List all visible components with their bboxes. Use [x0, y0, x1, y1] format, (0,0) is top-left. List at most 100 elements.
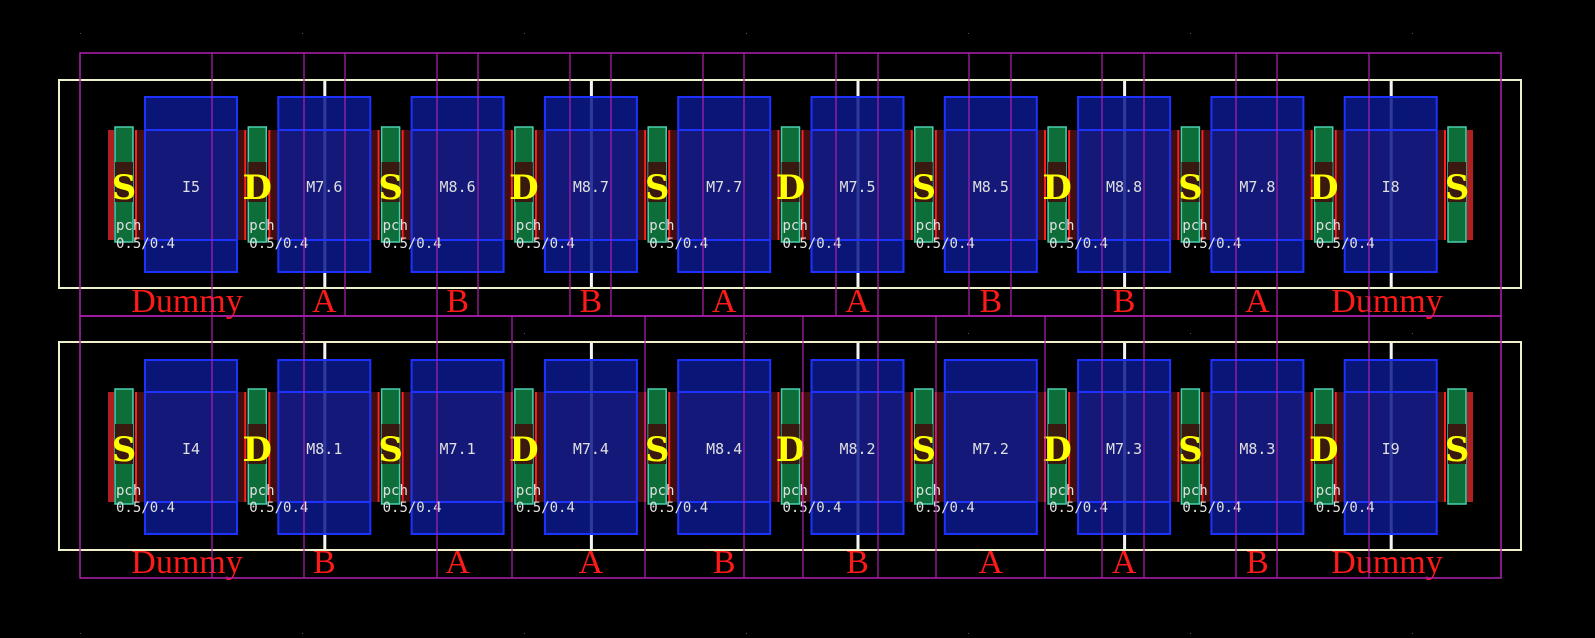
device-type-label: pch: [1049, 483, 1074, 499]
poly-gate: [677, 96, 772, 273]
device-type-label: pch: [649, 483, 674, 499]
device-type-label: pch: [1049, 218, 1074, 234]
contact-core: [1048, 162, 1067, 202]
poly-gate: [943, 96, 1038, 273]
terminal-label: D: [1309, 168, 1338, 208]
poly-gate: [1210, 359, 1305, 535]
group-label: B: [846, 544, 869, 581]
device-label: M7.3: [1106, 440, 1142, 458]
device-type-label: pch: [116, 218, 141, 234]
terminal-label: D: [243, 430, 272, 470]
grid-dot: [80, 33, 81, 34]
poly-gate: [1077, 359, 1172, 535]
poly-gate: [144, 96, 238, 273]
terminal-label: D: [776, 430, 805, 470]
poly-gate: [144, 359, 238, 535]
device-size-label: 0.5/0.4: [1316, 236, 1375, 252]
contact-core: [1048, 424, 1067, 464]
terminal-label: D: [243, 168, 272, 208]
row-boundary: [58, 79, 1522, 289]
device-size-label: 0.5/0.4: [116, 236, 175, 252]
poly-gate: [1343, 359, 1438, 535]
terminal-label: D: [776, 168, 805, 208]
terminal-label: D: [1042, 168, 1071, 208]
device-size-label: 0.5/0.4: [1049, 236, 1108, 252]
terminal-label: D: [1309, 430, 1338, 470]
contact-core: [1448, 424, 1466, 464]
grid-dot: [524, 633, 525, 634]
group-label: B: [713, 544, 736, 581]
device-type-label: pch: [783, 218, 808, 234]
device-label: M8.5: [973, 178, 1009, 196]
device-type-label: pch: [116, 483, 141, 499]
group-label: B: [1113, 283, 1136, 320]
device-size-label: 0.5/0.4: [916, 236, 975, 252]
grid-dot: [302, 33, 303, 34]
device-size-label: 0.5/0.4: [1182, 500, 1241, 516]
grid-dot: [302, 633, 303, 634]
contact-core: [1314, 424, 1333, 464]
group-label: A: [312, 283, 337, 320]
terminal-label: S: [378, 430, 403, 470]
contact-core: [248, 162, 267, 202]
device-label: M7.1: [440, 440, 476, 458]
grid-dot: [746, 633, 747, 634]
device-label: M8.1: [306, 440, 342, 458]
poly-gate: [677, 359, 772, 535]
device-label: I8: [1382, 178, 1400, 196]
device-size-label: 0.5/0.4: [116, 500, 175, 516]
grid-dot: [746, 333, 747, 334]
terminal-label: S: [645, 430, 670, 470]
group-label: Dummy: [131, 283, 242, 320]
grid-dot: [80, 633, 81, 634]
contact-core: [781, 162, 800, 202]
contact-core: [381, 162, 400, 202]
group-label: B: [979, 283, 1002, 320]
device-size-label: 0.5/0.4: [383, 500, 442, 516]
device-size-label: 0.5/0.4: [1182, 236, 1241, 252]
terminal-label: S: [912, 430, 937, 470]
device-size-label: 0.5/0.4: [916, 500, 975, 516]
grid-dot: [1412, 633, 1413, 634]
device-type-label: pch: [649, 218, 674, 234]
grid-dot: [746, 33, 747, 34]
group-label: B: [1246, 544, 1269, 581]
diffusion-edge: [1467, 392, 1473, 502]
row-boundary: [58, 341, 1522, 551]
contact-core: [1314, 162, 1333, 202]
device-size-label: 0.5/0.4: [249, 236, 308, 252]
contact-core: [1181, 162, 1200, 202]
grid-dot: [302, 333, 303, 334]
group-label: B: [313, 544, 336, 581]
device-size-label: 0.5/0.4: [783, 236, 842, 252]
device-label: M8.8: [1106, 178, 1142, 196]
contact-core: [1448, 162, 1466, 202]
poly-gate: [277, 359, 372, 535]
device-label: M7.2: [973, 440, 1009, 458]
device-label: M7.7: [706, 178, 742, 196]
device-type-label: pch: [516, 218, 541, 234]
terminal-label: S: [112, 430, 137, 470]
device-label: I4: [182, 440, 200, 458]
contact-core: [1181, 424, 1200, 464]
device-type-label: pch: [1316, 483, 1341, 499]
contact-core: [914, 162, 933, 202]
contact-core: [381, 424, 400, 464]
terminal-label: D: [1042, 430, 1071, 470]
poly-gate: [410, 96, 505, 273]
terminal-label: S: [378, 168, 403, 208]
device-label: M7.6: [306, 178, 342, 196]
grid-dot: [1190, 633, 1191, 634]
device-size-label: 0.5/0.4: [649, 236, 708, 252]
contact-core: [914, 424, 933, 464]
grid-dot: [1412, 333, 1413, 334]
contact-core: [648, 424, 667, 464]
grid-dot: [1412, 33, 1413, 34]
diffusion-edge: [108, 130, 114, 240]
device-size-label: 0.5/0.4: [516, 500, 575, 516]
device-label: M7.5: [839, 178, 875, 196]
device-type-label: pch: [783, 483, 808, 499]
